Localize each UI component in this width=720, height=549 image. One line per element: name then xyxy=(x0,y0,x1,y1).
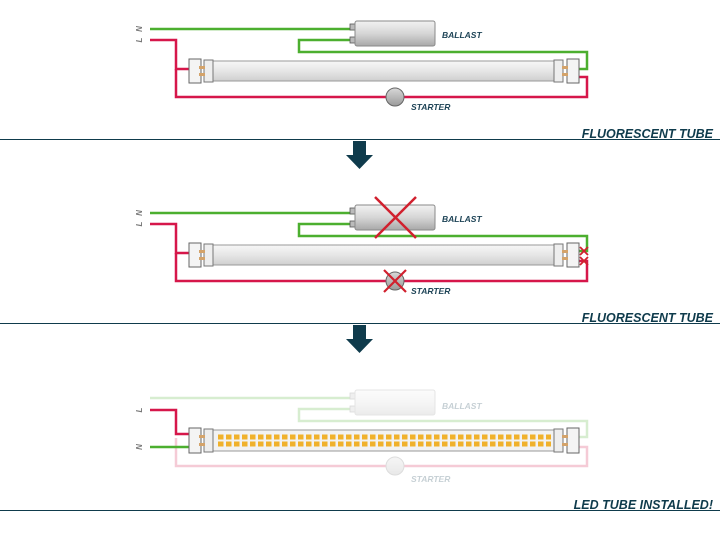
wire-l-label: L xyxy=(135,407,144,412)
fluorescent-tube xyxy=(188,58,580,84)
wire-l-label: L xyxy=(135,37,144,42)
panel-3-led-installed: BALLAST STARTER L N LED TUBE INSTALLED! xyxy=(0,389,720,512)
ballast-label: BALLAST xyxy=(442,30,482,40)
starter-label: STARTER xyxy=(411,286,451,296)
cross-icon xyxy=(374,196,417,239)
live-wire xyxy=(150,408,190,436)
ballast xyxy=(349,204,436,231)
panel-caption: FLUORESCENT TUBE xyxy=(582,311,714,325)
cross-icon xyxy=(579,246,589,266)
wire-n-label: N xyxy=(135,444,144,450)
ballast-label: BALLAST xyxy=(442,401,482,411)
panel-caption: FLUORESCENT TUBE xyxy=(582,127,714,141)
panel-1-fluorescent: N L BALLAST STARTER xyxy=(0,20,720,141)
wire-l-label: L xyxy=(135,221,144,226)
starter-label: STARTER xyxy=(411,474,451,484)
fluorescent-tube xyxy=(188,242,580,268)
removed-components xyxy=(150,389,589,476)
live-wire xyxy=(150,38,190,71)
wire-n-label: N xyxy=(135,26,144,32)
starter-label: STARTER xyxy=(411,102,451,112)
down-arrow-icon xyxy=(346,325,373,353)
ballast-label: BALLAST xyxy=(442,214,482,224)
ballast-return-wire xyxy=(297,38,589,71)
wire-n-label: N xyxy=(135,210,144,216)
starter xyxy=(385,87,405,107)
panel-2-remove-ballast-starter: N L BALLAST xyxy=(0,196,720,325)
panel-caption: LED TUBE INSTALLED! xyxy=(574,498,713,512)
starter-wire xyxy=(174,69,589,99)
ballast-return-wire xyxy=(297,222,589,253)
live-wire xyxy=(150,222,190,255)
ballast xyxy=(349,20,436,47)
led-tube xyxy=(188,427,580,454)
cross-icon xyxy=(383,269,407,293)
down-arrow-icon xyxy=(346,141,373,169)
